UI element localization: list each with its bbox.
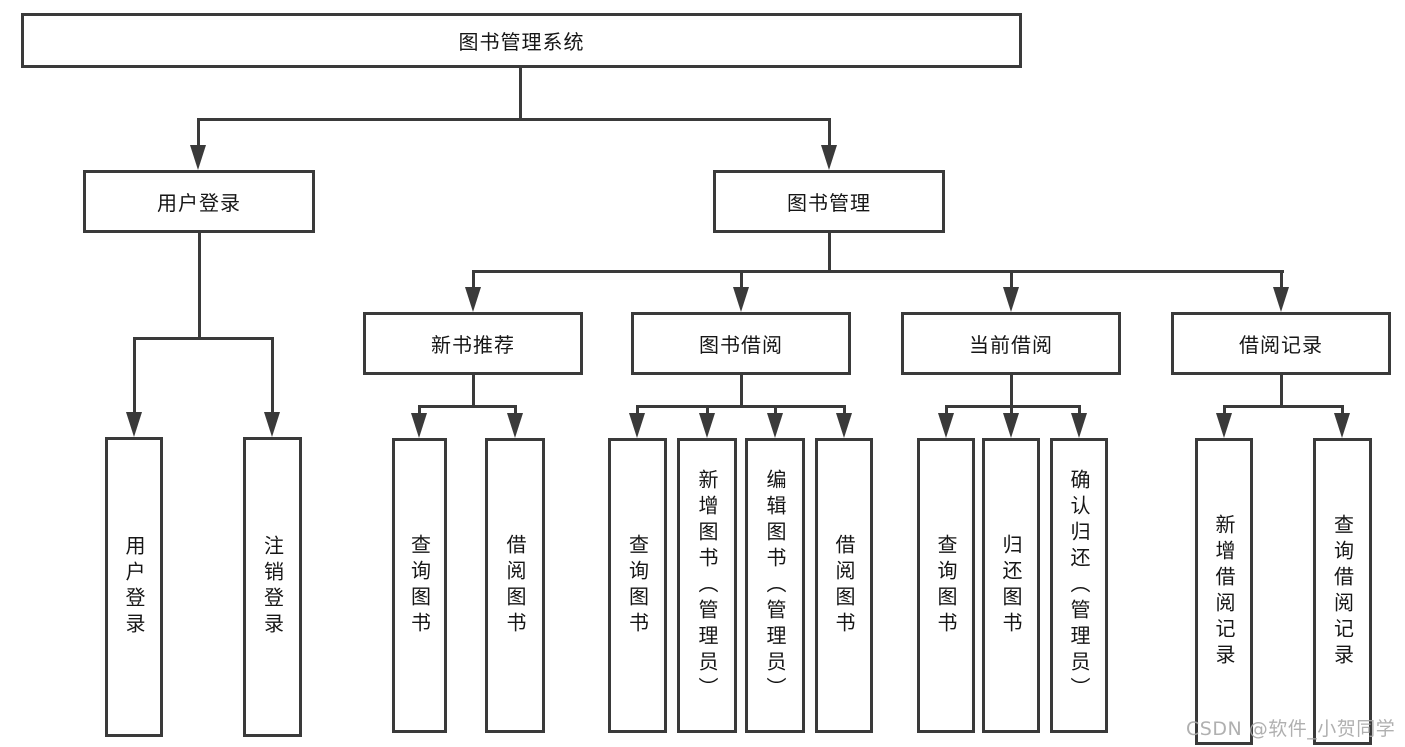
- arrow-down-newbook-2: [507, 413, 523, 438]
- connector-root-stem: [519, 68, 522, 121]
- connector-l3-shaft-3: [1010, 270, 1013, 292]
- connector-borrow-hline: [636, 405, 846, 408]
- leaf-record-add-record: 新增借阅记录: [1195, 438, 1253, 745]
- arrow-down-record-1: [1216, 413, 1232, 438]
- connector-l3-shaft-1: [472, 270, 475, 292]
- leaf-current-return-book: 归还图书: [982, 438, 1040, 733]
- leaf-borrow-edit-book-admin: 编辑图书（管理员）: [745, 438, 805, 733]
- connector-record-hline: [1223, 405, 1344, 408]
- leaf-newbook-query-book-label: 查询图书: [407, 533, 432, 638]
- arrow-down-currentborrow: [1003, 287, 1019, 312]
- connector-borrow-shaft-4: [843, 405, 846, 418]
- node-current-borrow: 当前借阅: [901, 312, 1121, 375]
- connector-record-stem: [1280, 375, 1283, 408]
- leaf-logout-login-label: 注销登录: [260, 535, 285, 639]
- leaf-newbook-borrow-book: 借阅图书: [485, 438, 545, 733]
- leaf-current-return-book-label: 归还图书: [999, 533, 1023, 638]
- node-user-login: 用户登录: [83, 170, 315, 233]
- arrow-down-newbook-1: [411, 413, 427, 438]
- leaf-logout-login: 注销登录: [243, 437, 302, 737]
- leaf-borrow-edit-book-admin-label: 编辑图书（管理员）: [763, 468, 787, 703]
- leaf-borrow-add-book-admin: 新增图书（管理员）: [677, 438, 737, 733]
- connector-userlogin-shaft: [197, 118, 200, 150]
- leaf-user-login: 用户登录: [105, 437, 163, 737]
- csdn-watermark: CSDN @软件_小贺同学: [1186, 718, 1396, 740]
- node-book-management: 图书管理: [713, 170, 945, 233]
- arrow-down-current-2: [1003, 413, 1019, 438]
- arrow-down-login-1: [126, 412, 142, 437]
- leaf-current-confirm-return-admin-label: 确认归还（管理员）: [1067, 468, 1091, 703]
- node-current-borrow-label: 当前借阅: [969, 333, 1053, 357]
- connector-l3-shaft-2: [740, 270, 743, 292]
- leaf-borrow-query-book-label: 查询图书: [625, 533, 650, 638]
- connector-current-shaft-1: [945, 405, 948, 418]
- connector-borrow-shaft-1: [636, 405, 639, 418]
- node-borrow-record-label: 借阅记录: [1239, 333, 1323, 357]
- node-book-borrow-label: 图书借阅: [699, 333, 783, 357]
- leaf-record-query-record: 查询借阅记录: [1313, 438, 1372, 745]
- arrow-down-record-2: [1334, 413, 1350, 438]
- node-new-book-recommend-label: 新书推荐: [431, 333, 515, 357]
- leaf-record-query-record-label: 查询借阅记录: [1330, 513, 1355, 670]
- connector-borrow-stem: [740, 375, 743, 408]
- connector-l3-shaft-4: [1280, 270, 1283, 292]
- leaf-current-query-book: 查询图书: [917, 438, 975, 733]
- leaf-borrow-borrow-book-label: 借阅图书: [832, 533, 856, 638]
- connector-current-shaft-3: [1078, 405, 1081, 418]
- arrow-down-current-3: [1071, 413, 1087, 438]
- node-user-login-label: 用户登录: [157, 191, 241, 215]
- connector-record-shaft-2: [1341, 405, 1344, 418]
- connector-current-hline: [945, 405, 1081, 408]
- connector-newbook-shaft-1: [418, 405, 421, 418]
- connector-level3-hline: [472, 270, 1284, 273]
- connector-login-shaft-1: [133, 337, 136, 417]
- arrow-down-borrow-2: [699, 413, 715, 438]
- connector-current-shaft-2: [1010, 405, 1013, 418]
- leaf-borrow-add-book-admin-label: 新增图书（管理员）: [695, 468, 719, 703]
- connector-record-shaft-1: [1223, 405, 1226, 418]
- arrow-down-login-2: [264, 412, 280, 437]
- leaf-borrow-query-book: 查询图书: [608, 438, 667, 733]
- connector-borrow-shaft-3: [774, 405, 777, 418]
- connector-newbook-hline: [418, 405, 517, 408]
- connector-current-stem: [1010, 375, 1013, 408]
- arrow-down-borrow-1: [629, 413, 645, 438]
- node-book-management-label: 图书管理: [787, 191, 871, 215]
- connector-login-hline: [133, 337, 274, 340]
- arrow-down-userlogin: [190, 145, 206, 170]
- node-root: 图书管理系统: [21, 13, 1022, 68]
- leaf-record-add-record-label: 新增借阅记录: [1212, 513, 1236, 670]
- connector-newbook-stem: [472, 375, 475, 408]
- connector-login-shaft-2: [271, 337, 274, 417]
- arrow-down-bookmgmt: [821, 145, 837, 170]
- connector-userlogin-stem: [198, 233, 201, 340]
- arrow-down-borrow-4: [836, 413, 852, 438]
- leaf-user-login-label: 用户登录: [122, 535, 146, 639]
- leaf-newbook-query-book: 查询图书: [392, 438, 447, 733]
- node-new-book-recommend: 新书推荐: [363, 312, 583, 375]
- leaf-current-query-book-label: 查询图书: [934, 533, 958, 638]
- leaf-newbook-borrow-book-label: 借阅图书: [503, 533, 527, 638]
- arrow-down-bookborrow: [733, 287, 749, 312]
- node-borrow-record: 借阅记录: [1171, 312, 1391, 375]
- arrow-down-borrowrecord: [1273, 287, 1289, 312]
- leaf-borrow-borrow-book: 借阅图书: [815, 438, 873, 733]
- connector-bookmgmt-shaft: [828, 118, 831, 150]
- arrow-down-current-1: [938, 413, 954, 438]
- arrow-down-newbook: [465, 287, 481, 312]
- arrow-down-borrow-3: [767, 413, 783, 438]
- connector-level2-hline: [197, 118, 831, 121]
- connector-newbook-shaft-2: [514, 405, 517, 418]
- node-root-label: 图书管理系统: [458, 30, 585, 54]
- node-book-borrow: 图书借阅: [631, 312, 851, 375]
- leaf-current-confirm-return-admin: 确认归还（管理员）: [1050, 438, 1108, 733]
- connector-borrow-shaft-2: [706, 405, 709, 418]
- connector-bookmgmt-stem: [828, 233, 831, 273]
